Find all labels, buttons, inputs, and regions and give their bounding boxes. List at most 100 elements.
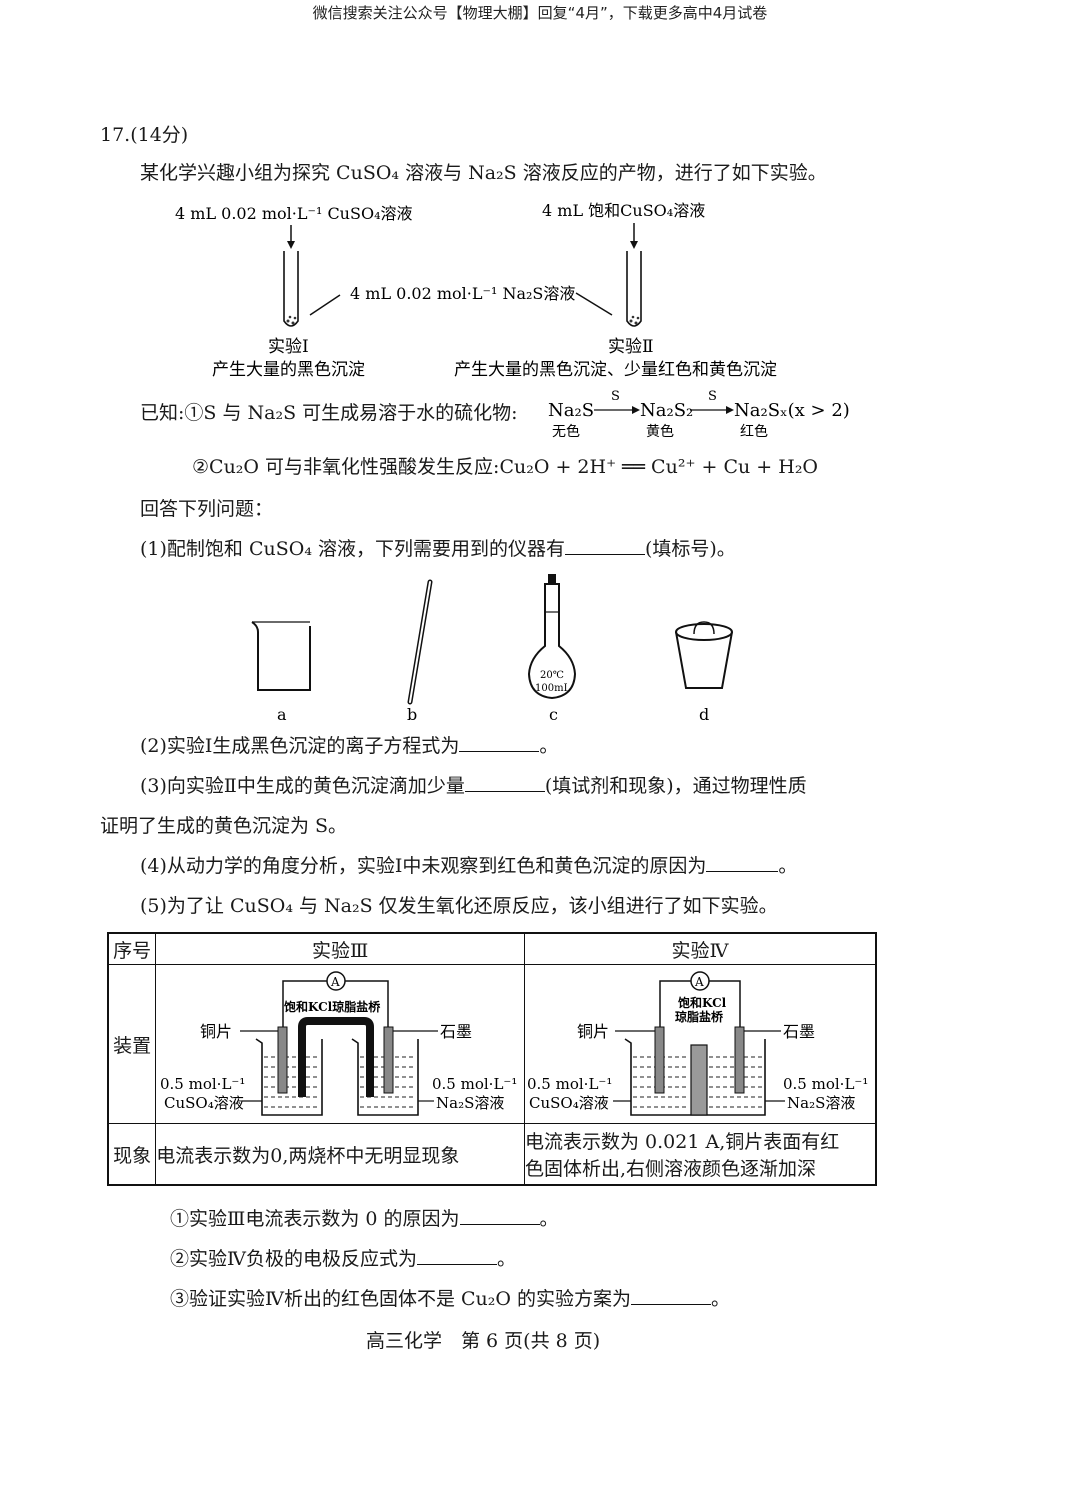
sub-question-1-period: 。: [539, 1208, 559, 1230]
flask-text-temp: 20℃: [540, 670, 564, 681]
apparatus-exp3: A 饱和KCl琼脂盐桥 铜片 石墨 0.5 mol·L⁻¹: [155, 964, 525, 1124]
answer-blank-6[interactable]: [416, 1264, 497, 1265]
known-2: ②Cu₂O 可与非氧化性强酸发生反应:Cu₂O + 2H⁺ ══ Cu²⁺ + …: [192, 456, 819, 478]
sub-question-3-text: ③验证实验Ⅳ析出的红色固体不是 Cu₂O 的实验方案为: [170, 1288, 632, 1310]
ammeter-label-3: A: [330, 975, 340, 989]
chain-arrow-2-label: S: [708, 389, 717, 404]
part-4-text: (4)从动力学的角度分析，实验Ⅰ中未观察到红色和黄色沉淀的原因为: [140, 855, 707, 877]
ammeter-icon: [326, 971, 346, 991]
crucible-icon: [675, 621, 733, 689]
part-5: (5)为了让 CuSO₄ 与 Na₂S 仅发生氧化还原反应，该小组进行了如下实验…: [140, 895, 778, 917]
part-1-tail: (填标号)。: [644, 538, 736, 560]
apparatus-exp4: A 饱和KCl 琼脂盐桥 铜片 石墨 0.5 mol·L⁻¹ CuSO₄溶液 0…: [524, 964, 877, 1124]
instruments-figure: a b 20℃ 100mL c d: [251, 574, 733, 724]
answer-blank-7[interactable]: [631, 1304, 712, 1305]
observation-exp4-line1: 电流表示数为 0.021 A,铜片表面有红: [525, 1131, 840, 1153]
copper-label-4: 铜片: [577, 1022, 609, 1041]
instrument-label-b: b: [407, 705, 417, 724]
part-1-text: (1)配制饱和 CuSO₄ 溶液，下列需要用到的仪器有: [140, 538, 565, 560]
graphite-label-4: 石墨: [783, 1022, 815, 1041]
galvanic-cell-diagram-3: A 饱和KCl琼脂盐桥 铜片 石墨 0.5 mol·L⁻¹: [160, 971, 518, 1116]
answer-blank-1[interactable]: [564, 554, 645, 555]
beaker-left-3: [255, 1038, 324, 1116]
solution-right-3: Na₂S溶液: [436, 1094, 504, 1112]
part-4: (4)从动力学的角度分析，实验Ⅰ中未观察到红色和黄色沉淀的原因为 。: [140, 851, 797, 878]
answer-blank-4[interactable]: [706, 871, 779, 872]
glass-rod-icon: [407, 579, 433, 705]
test-tube-2: [626, 251, 642, 327]
test-tube-1: [283, 251, 299, 327]
answer-blank-3[interactable]: [464, 791, 545, 792]
right-reagent-label: 4 mL 饱和CuSO₄溶液: [542, 201, 705, 220]
sub-question-2: ②实验Ⅳ负极的电极反应式为 。: [170, 1244, 516, 1271]
page-footer: 高三化学 第 6 页(共 8 页): [366, 1330, 601, 1352]
copper-label-3: 铜片: [200, 1022, 232, 1041]
exp1-result: 产生大量的黑色沉淀: [212, 360, 365, 380]
conc-left-4: 0.5 mol·L⁻¹: [527, 1075, 612, 1093]
answer-blank-2[interactable]: [459, 751, 540, 752]
exp2-result: 产生大量的黑色沉淀、少量红色和黄色沉淀: [454, 360, 777, 380]
solution-right-4: Na₂S溶液: [787, 1094, 855, 1112]
sub-question-2-text: ②实验Ⅳ负极的电极反应式为: [170, 1248, 417, 1270]
question-intro: 某化学兴趣小组为探究 CuSO₄ 溶液与 Na₂S 溶液反应的产物，进行了如下实…: [140, 162, 827, 184]
known-1: 已知:①S 与 Na₂S 可生成易溶于水的硫化物:: [140, 402, 518, 424]
answer-blank-5[interactable]: [459, 1224, 540, 1225]
salt-bridge-label-4a: 饱和KCl: [678, 995, 727, 1010]
ammeter-icon: [690, 971, 710, 991]
middle-reagent-label: 4 mL 0.02 mol·L⁻¹ Na₂S溶液: [350, 284, 575, 303]
sub-question-2-period: 。: [496, 1248, 516, 1270]
beaker-icon: [251, 621, 311, 691]
sulfide-chain: Na₂S S Na₂S₂ S Na₂Sₓ(x > 2) 无色 黄色 红色: [548, 389, 850, 440]
instrument-label-c: c: [549, 705, 558, 724]
part-4-period: 。: [778, 855, 798, 877]
part-1: (1)配制饱和 CuSO₄ 溶液，下列需要用到的仪器有 (填标号)。: [140, 534, 736, 561]
chain-color-2: 黄色: [646, 423, 674, 440]
sub-question-3: ③验证实验Ⅳ析出的红色固体不是 Cu₂O 的实验方案为。: [170, 1284, 730, 1311]
conc-left-3: 0.5 mol·L⁻¹: [160, 1075, 245, 1093]
chain-color-1: 无色: [552, 423, 580, 440]
table-header-exp4: 实验Ⅳ: [524, 932, 877, 965]
chain-species-2: Na₂S₂: [640, 400, 693, 421]
part-2-text: (2)实验Ⅰ生成黑色沉淀的离子方程式为: [140, 735, 460, 757]
chain-arrow-1-label: S: [611, 389, 620, 404]
observation-exp4: 电流表示数为 0.021 A,铜片表面有红 色固体析出,右侧溶液颜色逐渐加深: [524, 1123, 877, 1186]
volumetric-flask-icon: 20℃ 100mL: [527, 574, 577, 700]
divided-beaker-4: [624, 1038, 766, 1116]
table-row-observation: 现象: [107, 1123, 157, 1186]
graphite-label-3: 石墨: [440, 1022, 472, 1041]
copper-electrode-3: [277, 1026, 288, 1094]
question-title: 17.(14分): [100, 124, 189, 146]
test-tube-diagram: 4 mL 0.02 mol·L⁻¹ CuSO₄溶液 4 mL 饱和CuSO₄溶液…: [175, 201, 777, 380]
part-2: (2)实验Ⅰ生成黑色沉淀的离子方程式为。: [140, 731, 558, 758]
conc-right-3: 0.5 mol·L⁻¹: [432, 1075, 517, 1093]
conc-right-4: 0.5 mol·L⁻¹: [783, 1075, 868, 1093]
solution-left-3: CuSO₄溶液: [164, 1094, 244, 1112]
copper-electrode-4: [654, 1026, 665, 1094]
part-3-tail: (填试剂和现象)，通过物理性质: [544, 775, 807, 797]
part-3-line2: 证明了生成的黄色沉淀为 S。: [100, 815, 348, 837]
instrument-label-d: d: [699, 705, 709, 724]
observation-exp4-line2: 色固体析出,右侧溶液颜色逐渐加深: [525, 1158, 817, 1180]
instrument-label-a: a: [277, 705, 287, 724]
part-3-text: (3)向实验Ⅱ中生成的黄色沉淀滴加少量: [140, 775, 465, 797]
flask-text-volume: 100mL: [535, 683, 571, 694]
galvanic-cell-diagram-4: A 饱和KCl 琼脂盐桥 铜片 石墨 0.5 mol·L⁻¹ CuSO₄溶液 0…: [527, 971, 868, 1116]
exp1-label: 实验Ⅰ: [268, 337, 309, 357]
table-header-exp3: 实验Ⅲ: [155, 932, 525, 965]
solution-left-4: CuSO₄溶液: [529, 1094, 609, 1112]
page-header: 微信搜索关注公众号【物理大棚】回复“4月”，下载更多高中4月试卷: [312, 4, 768, 22]
chain-species-3: Na₂Sₓ(x > 2): [734, 400, 850, 421]
graphite-electrode-3: [383, 1026, 394, 1094]
sub-question-1: ①实验Ⅲ电流表示数为 0 的原因为。: [170, 1204, 559, 1231]
observation-exp3: 电流表示数为0,两烧杯中无明显现象: [155, 1123, 525, 1186]
salt-bridge-partition-4: [690, 1044, 708, 1116]
table-row-apparatus: 装置: [107, 964, 157, 1124]
table-header-index: 序号: [107, 932, 157, 965]
answer-prompt: 回答下列问题：: [140, 498, 274, 520]
beaker-right-3: [351, 1038, 420, 1116]
chain-color-3: 红色: [740, 423, 768, 440]
experiment-table: 序号 实验Ⅲ 实验Ⅳ 装置 A 饱和KCl琼脂盐桥: [107, 932, 877, 1186]
left-reagent-label: 4 mL 0.02 mol·L⁻¹ CuSO₄溶液: [175, 204, 412, 223]
chain-species-1: Na₂S: [548, 400, 594, 421]
graphite-electrode-4: [734, 1026, 745, 1094]
